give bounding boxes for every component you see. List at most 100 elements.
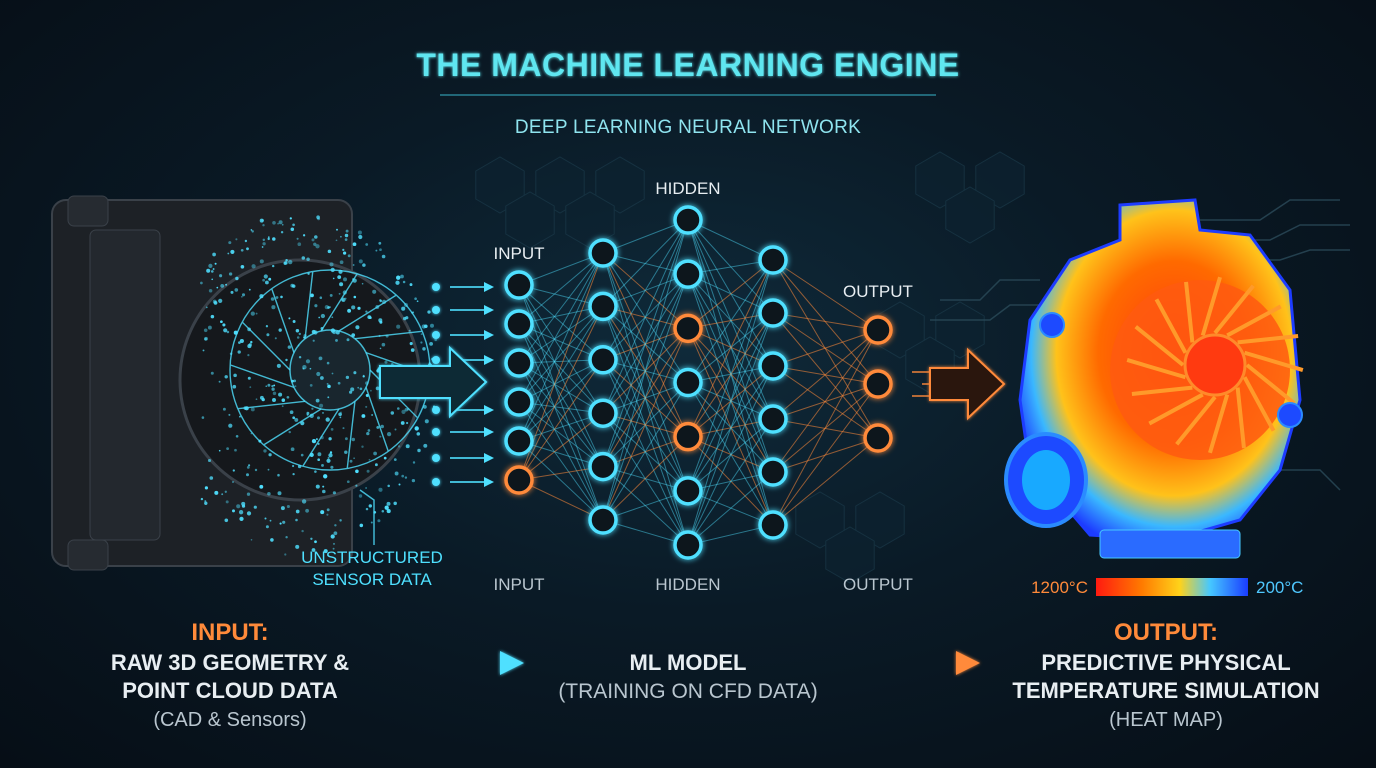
network-edge xyxy=(602,490,689,521)
point-cloud-dot xyxy=(331,316,334,319)
point-cloud-dot xyxy=(365,405,368,408)
point-cloud-dot xyxy=(434,338,438,342)
network-edge xyxy=(687,436,774,473)
sensor-label-line2: SENSOR DATA xyxy=(312,570,432,589)
point-cloud-dot xyxy=(320,313,326,319)
point-cloud-dot xyxy=(396,275,401,280)
point-cloud-dot xyxy=(254,468,258,472)
caption-input-heading: INPUT: xyxy=(191,619,268,646)
network-node xyxy=(863,423,893,453)
point-cloud-dot xyxy=(324,305,329,310)
point-cloud-dot xyxy=(404,476,408,479)
point-cloud-dot xyxy=(359,387,363,391)
point-cloud-dot xyxy=(250,539,253,541)
point-cloud-dot xyxy=(292,223,295,227)
network-edge xyxy=(772,259,879,331)
point-cloud-dot xyxy=(383,456,387,460)
point-cloud-dot xyxy=(218,298,223,304)
point-cloud-dot xyxy=(288,317,291,320)
point-cloud-dot xyxy=(284,553,287,556)
point-cloud-dot xyxy=(329,293,333,297)
network-edge xyxy=(602,273,689,307)
point-cloud-dot xyxy=(289,410,294,415)
stream-dot xyxy=(432,454,440,462)
point-cloud-dot xyxy=(349,390,353,394)
point-cloud-dot xyxy=(285,536,288,539)
point-cloud-dot xyxy=(357,386,360,389)
network-edge xyxy=(518,306,604,403)
point-cloud-dot xyxy=(228,241,232,245)
point-cloud-dot xyxy=(301,529,304,533)
point-cloud-dot xyxy=(311,548,316,552)
point-cloud-dot xyxy=(344,297,347,300)
network-edge xyxy=(518,323,604,361)
background-hexagon xyxy=(535,156,585,214)
point-cloud-dot xyxy=(374,463,378,467)
point-cloud-dot xyxy=(280,295,283,299)
point-cloud-dot xyxy=(201,416,205,419)
network-node xyxy=(673,205,703,235)
network-node xyxy=(863,315,893,345)
point-cloud-dot xyxy=(355,469,359,474)
point-cloud-dot xyxy=(339,519,342,522)
point-cloud-dot xyxy=(225,500,229,504)
network-node xyxy=(673,530,703,560)
background-hexagon xyxy=(475,156,525,214)
network-edge xyxy=(687,219,774,367)
point-cloud-dot xyxy=(328,437,332,441)
point-cloud-dot xyxy=(234,288,239,292)
point-cloud-dot xyxy=(365,243,369,246)
point-cloud-dot xyxy=(312,339,315,342)
point-cloud-dot xyxy=(369,316,372,320)
point-cloud-dot xyxy=(234,448,237,452)
point-cloud-dot xyxy=(237,350,241,354)
point-cloud-dot xyxy=(267,236,270,239)
impeller-blade xyxy=(237,400,306,410)
point-cloud-dot xyxy=(314,470,317,473)
background-hexagon xyxy=(945,186,995,244)
network-edge xyxy=(602,327,689,361)
point-cloud-dot xyxy=(318,356,323,361)
point-cloud-dot xyxy=(292,416,296,420)
point-cloud-dot xyxy=(376,425,380,429)
point-cloud-dot xyxy=(346,480,350,484)
background-hexagon xyxy=(505,191,555,249)
point-cloud-dot xyxy=(344,437,348,441)
point-cloud-dot xyxy=(323,474,328,479)
point-cloud-dot xyxy=(332,547,335,550)
point-cloud-dot xyxy=(272,237,276,241)
point-cloud-dot xyxy=(379,248,382,252)
point-cloud-dot xyxy=(241,295,243,298)
background-hexagon xyxy=(595,156,645,214)
caption-input-line2: POINT CLOUD DATA xyxy=(122,678,338,703)
point-cloud-dot xyxy=(325,417,330,422)
point-cloud-dot xyxy=(314,540,317,544)
point-cloud-dot xyxy=(369,389,372,392)
point-cloud-dot xyxy=(394,428,397,431)
point-cloud-dot xyxy=(290,227,295,232)
point-cloud-dot xyxy=(314,235,318,239)
point-cloud-dot xyxy=(250,311,255,316)
point-cloud-dot xyxy=(316,371,321,377)
impeller-blade-hot xyxy=(1131,385,1193,396)
point-cloud-dot xyxy=(220,320,223,324)
network-edge xyxy=(687,312,774,546)
point-cloud-dot xyxy=(344,450,348,454)
impeller-blade-hot xyxy=(1126,358,1187,380)
point-cloud-dot xyxy=(279,522,282,525)
point-cloud-dot xyxy=(220,284,225,288)
point-cloud-dot xyxy=(285,358,288,362)
point-cloud-dot xyxy=(408,329,411,332)
point-cloud-dot xyxy=(274,337,277,340)
point-cloud-dot xyxy=(331,372,334,375)
point-cloud-dot xyxy=(315,398,320,403)
point-cloud-dot xyxy=(358,494,363,498)
point-cloud-dot xyxy=(332,277,335,280)
point-cloud-dot xyxy=(337,275,342,280)
point-cloud-dot xyxy=(311,438,317,444)
point-cloud-dot xyxy=(289,217,292,220)
point-cloud-dot xyxy=(355,325,360,330)
point-cloud-dot xyxy=(286,504,290,509)
impeller-blade-hot xyxy=(1134,325,1185,367)
network-edge xyxy=(687,259,774,329)
